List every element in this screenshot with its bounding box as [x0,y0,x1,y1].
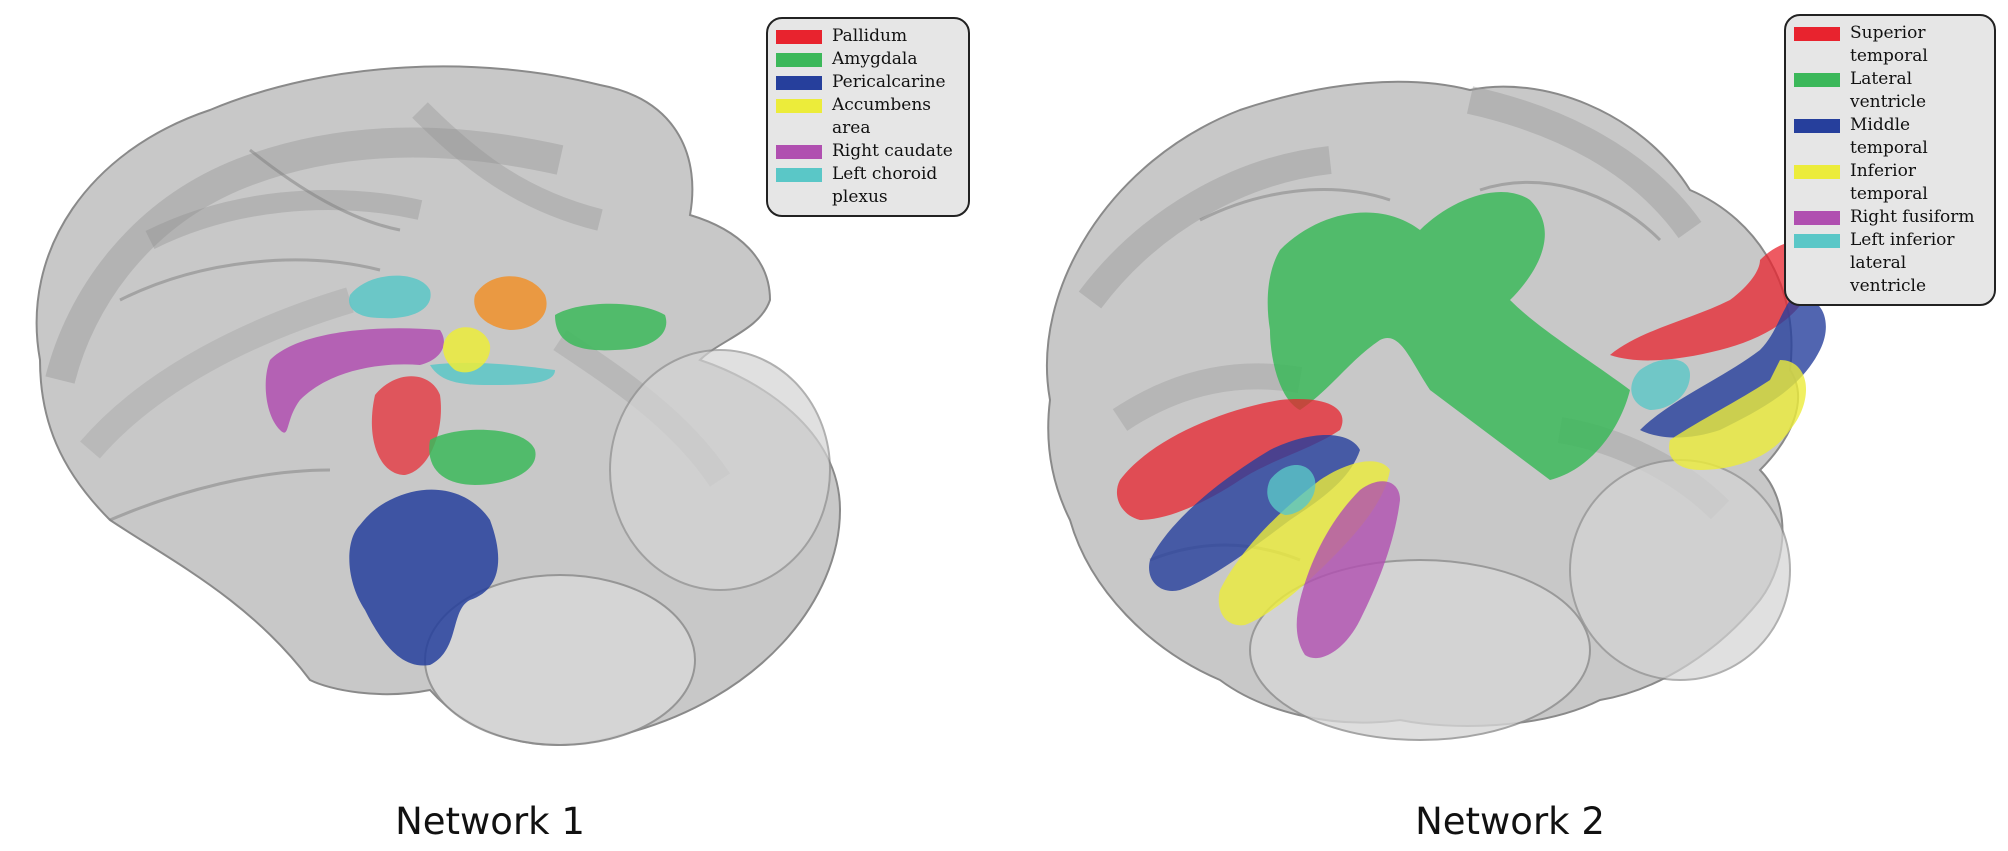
legend-item: Left choroid plexus [776,163,958,209]
legend-swatch [1794,211,1840,225]
orange-overlap-shape [474,276,547,330]
legend-swatch [776,168,822,182]
legend-item: Lateral ventricle [1794,68,1984,114]
legend-label: Right fusiform [1850,207,1975,227]
middle-temporal-shape [1640,298,1826,438]
legend-swatch [776,76,822,90]
legend-swatch [776,53,822,67]
pallidum-shape [371,376,441,475]
legend-item: Right fusiform [1794,206,1984,229]
brain-surface [1045,80,1799,741]
legend-swatch [776,30,822,44]
pericalcarine-shape [349,489,499,666]
right-caudate-shape [265,328,444,433]
legend-swatch [1794,73,1840,87]
network-2-caption: Network 2 [1415,800,1605,843]
brain-render-network-2 [1045,80,1826,741]
legend-swatch [1794,119,1840,133]
legend-item: Middle temporal [1794,114,1984,160]
legend-label: Right caudate [832,141,953,161]
network-2-panel: Superior temporal Lateral ventricle Midd… [1000,0,2008,851]
legend-swatch [776,99,822,113]
legend-label: Pallidum [832,26,908,46]
network-2-legend: Superior temporal Lateral ventricle Midd… [1784,14,1996,306]
legend-item: Inferior temporal [1794,160,1984,206]
left-choroid-plexus-shape [349,275,431,319]
legend-swatch [776,145,822,159]
amygdala-shape [555,303,667,351]
legend-item: Accumbens area [776,94,958,140]
legend-label: Accumbens area [832,95,932,138]
legend-item: Left inferior lateral ventricle [1794,229,1984,298]
left-inferior-lateral-ventricle-shape [1631,359,1690,410]
legend-item: Right caudate [776,140,958,163]
legend-swatch [1794,27,1840,41]
legend-label: Amygdala [832,49,918,69]
legend-label: Left choroid plexus [832,164,938,207]
superior-temporal-shape [1610,242,1816,361]
legend-swatch [1794,165,1840,179]
legend-item: Amygdala [776,48,958,71]
legend-item: Superior temporal [1794,22,1984,68]
right-fusiform-shape [1296,481,1400,659]
legend-item: Pallidum [776,25,958,48]
inferior-temporal-shape [1669,360,1807,470]
legend-label: Lateral ventricle [1850,69,1927,112]
legend-label: Superior temporal [1850,23,1928,66]
brain-render-network-1 [35,65,842,746]
legend-label: Inferior temporal [1850,161,1928,204]
legend-swatch [1794,234,1840,248]
legend-label: Middle temporal [1850,115,1928,158]
lateral-ventricle-shape [1267,191,1630,480]
legend-label: Pericalcarine [832,72,946,92]
legend-label: Left inferior lateral ventricle [1850,230,1955,296]
legend-item: Pericalcarine [776,71,958,94]
network-1-legend: Pallidum Amygdala Pericalcarine Accumben… [766,17,970,217]
network-1-caption: Network 1 [395,800,585,843]
network-1-panel: Pallidum Amygdala Pericalcarine Accumben… [0,0,1000,851]
